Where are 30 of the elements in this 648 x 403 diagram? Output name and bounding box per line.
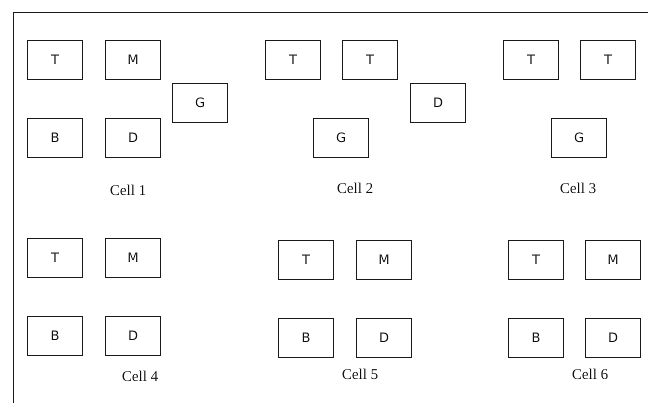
process-box: D: [105, 316, 161, 356]
process-box: D: [410, 83, 466, 123]
process-box: T: [503, 40, 559, 80]
process-box: T: [265, 40, 321, 80]
group-caption: Cell 1: [110, 183, 146, 200]
process-box: T: [27, 40, 83, 80]
process-box: B: [27, 316, 83, 356]
group-caption: Cell 3: [560, 181, 596, 198]
process-box: T: [27, 238, 83, 278]
process-box: M: [356, 240, 412, 280]
process-box: G: [551, 118, 607, 158]
process-box: D: [585, 318, 641, 358]
group-caption: Cell 4: [122, 369, 158, 386]
group-caption: Cell 2: [336, 181, 374, 198]
process-box: G: [313, 118, 369, 158]
process-box: B: [27, 118, 83, 158]
process-box: D: [356, 318, 412, 358]
process-box: B: [508, 318, 564, 358]
process-box: T: [278, 240, 334, 280]
group-caption: Cell 6: [572, 367, 608, 384]
process-box: M: [585, 240, 641, 280]
process-box: T: [508, 240, 564, 280]
process-box: T: [580, 40, 636, 80]
process-box: G: [172, 83, 228, 123]
process-box: M: [105, 238, 161, 278]
process-box: B: [278, 318, 334, 358]
process-box: D: [105, 118, 161, 158]
process-box: M: [105, 40, 161, 80]
process-box: T: [342, 40, 398, 80]
group-caption: Cell 5: [342, 367, 378, 384]
